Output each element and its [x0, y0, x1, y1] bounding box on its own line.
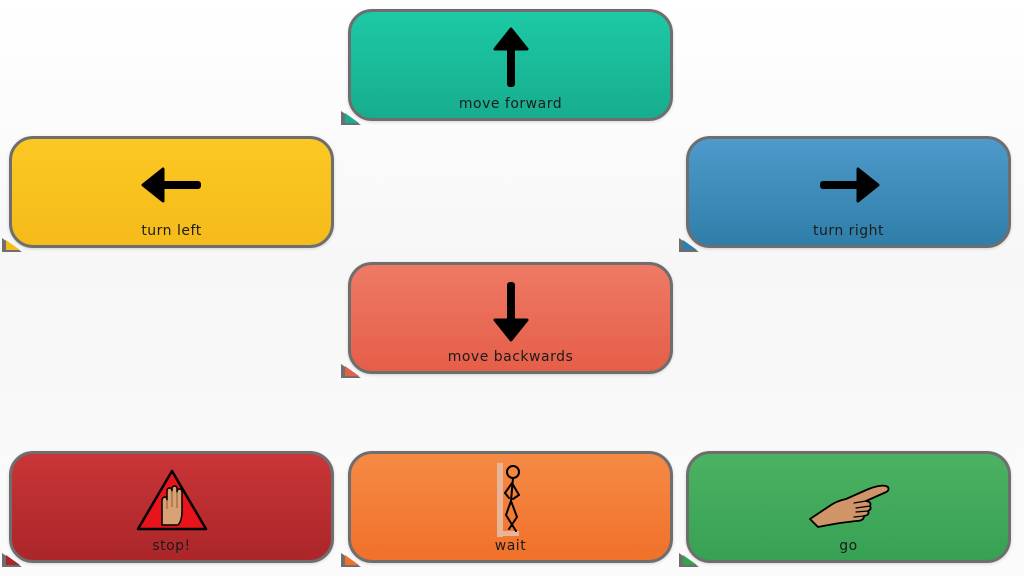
cell-label: turn right [812, 223, 885, 239]
move-forward-button[interactable]: move forward [341, 9, 673, 125]
arrow-up-icon [461, 24, 561, 92]
speech-bubble-tail [341, 111, 361, 125]
cell-label: turn left [141, 223, 202, 239]
turn-right-button[interactable]: turn right [679, 136, 1011, 252]
arrow-right-icon [799, 151, 899, 219]
speech-bubble-tail [341, 553, 361, 567]
cell-label: go [839, 538, 858, 554]
turn-left-button[interactable]: turn left [2, 136, 334, 252]
speech-bubble-tail [679, 553, 699, 567]
go-button[interactable]: go [679, 451, 1011, 567]
speech-bubble-tail [2, 238, 22, 252]
stop-hand-icon [122, 466, 222, 534]
speech-bubble-tail [2, 553, 22, 567]
cell-label: stop! [152, 538, 191, 554]
move-backwards-button[interactable]: move backwards [341, 262, 673, 378]
stop-button[interactable]: stop! [2, 451, 334, 567]
cell-label: move backwards [447, 349, 574, 365]
arrow-left-icon [122, 151, 222, 219]
speech-bubble-tail [679, 238, 699, 252]
cell-label: move forward [458, 96, 563, 112]
waiting-person-icon [461, 463, 561, 537]
wait-button[interactable]: wait [341, 451, 673, 567]
speech-bubble-tail [341, 364, 361, 378]
cell-label: wait [494, 538, 527, 554]
arrow-down-icon [461, 277, 561, 345]
pointing-hand-icon [799, 466, 899, 534]
